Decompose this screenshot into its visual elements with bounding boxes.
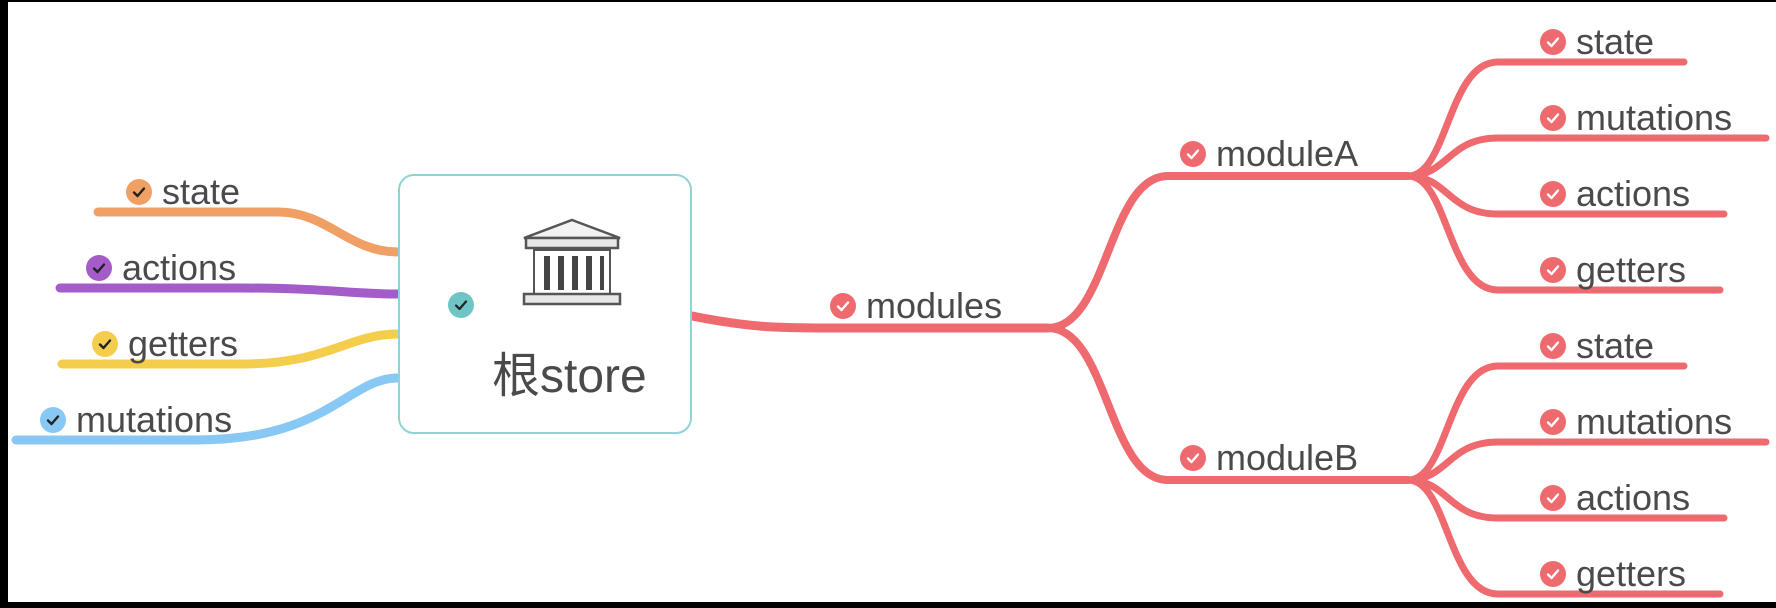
child-node-moduleB-actions[interactable]: actions: [1540, 478, 1690, 518]
module-node-moduleA[interactable]: moduleA: [1180, 134, 1358, 174]
left-branch-line-getters: [57, 329, 403, 369]
root-check-icon: [448, 292, 474, 318]
left-branch-line-mutations: [11, 373, 403, 445]
child-line-moduleA-mutations: [1404, 134, 1770, 180]
state-check-icon: [1540, 29, 1566, 55]
mutations-check-icon: [1540, 105, 1566, 131]
root-node[interactable]: 根store: [398, 174, 692, 434]
child-node-moduleB-state[interactable]: state: [1540, 326, 1654, 366]
child-node-moduleA-state[interactable]: state: [1540, 22, 1654, 62]
state-check-icon: [1540, 333, 1566, 359]
modules-check-icon: [830, 293, 856, 319]
left-branch-line-state: [93, 207, 403, 257]
child-node-moduleA-mutations[interactable]: mutations: [1540, 98, 1732, 138]
module-node-moduleB-label: moduleB: [1216, 437, 1359, 478]
child-node-moduleA-mutations-label: mutations: [1576, 97, 1733, 138]
bank-building-icon: [520, 216, 624, 313]
child-node-moduleB-getters-label: getters: [1576, 553, 1687, 594]
child-node-moduleA-actions-label: actions: [1576, 173, 1691, 214]
getters-check-icon: [92, 331, 118, 357]
child-line-moduleB-state: [1404, 362, 1688, 484]
child-node-moduleB-actions-label: actions: [1576, 477, 1691, 518]
modules-node[interactable]: modules: [830, 286, 1002, 326]
module-node-moduleA-label: moduleA: [1216, 133, 1359, 174]
child-node-moduleA-state-label: state: [1576, 21, 1655, 62]
module-line-moduleB: [1044, 324, 1412, 484]
child-node-moduleA-getters[interactable]: getters: [1540, 250, 1686, 290]
left-node-actions-label: actions: [122, 247, 237, 288]
child-node-moduleB-mutations[interactable]: mutations: [1540, 402, 1732, 442]
left-node-mutations-label: mutations: [76, 399, 233, 440]
getters-check-icon: [1540, 561, 1566, 587]
module-node-moduleB[interactable]: moduleB: [1180, 438, 1358, 478]
modules-node-label: modules: [866, 285, 1003, 326]
modules-line: [687, 311, 1053, 333]
actions-check-icon: [1540, 181, 1566, 207]
child-node-moduleA-getters-label: getters: [1576, 249, 1687, 290]
child-node-moduleB-getters[interactable]: getters: [1540, 554, 1686, 594]
child-line-moduleA-state: [1404, 58, 1688, 180]
child-node-moduleB-state-label: state: [1576, 325, 1655, 366]
moduleB-check-icon: [1180, 445, 1206, 471]
mutations-check-icon: [40, 407, 66, 433]
child-node-moduleB-mutations-label: mutations: [1576, 401, 1733, 442]
state-check-icon: [126, 179, 152, 205]
left-node-actions[interactable]: actions: [86, 248, 236, 288]
left-node-state[interactable]: state: [126, 172, 240, 212]
left-node-mutations[interactable]: mutations: [40, 400, 232, 440]
child-node-moduleA-actions[interactable]: actions: [1540, 174, 1690, 214]
moduleA-check-icon: [1180, 141, 1206, 167]
left-branch-line-actions: [55, 283, 403, 299]
child-line-moduleA-getters: [1404, 172, 1724, 294]
getters-check-icon: [1540, 257, 1566, 283]
module-line-moduleA: [1044, 172, 1412, 332]
mind-map-area: 根store state actions getters mutations modul…: [8, 2, 1776, 602]
child-line-moduleB-mutations: [1404, 438, 1770, 484]
left-node-getters-label: getters: [128, 323, 239, 364]
child-line-moduleB-getters: [1404, 476, 1724, 598]
mutations-check-icon: [1540, 409, 1566, 435]
left-node-getters[interactable]: getters: [92, 324, 238, 364]
root-label: 根store: [492, 350, 647, 403]
left-node-state-label: state: [162, 171, 241, 212]
actions-check-icon: [1540, 485, 1566, 511]
connector-lines: [11, 58, 1770, 598]
actions-check-icon: [86, 255, 112, 281]
